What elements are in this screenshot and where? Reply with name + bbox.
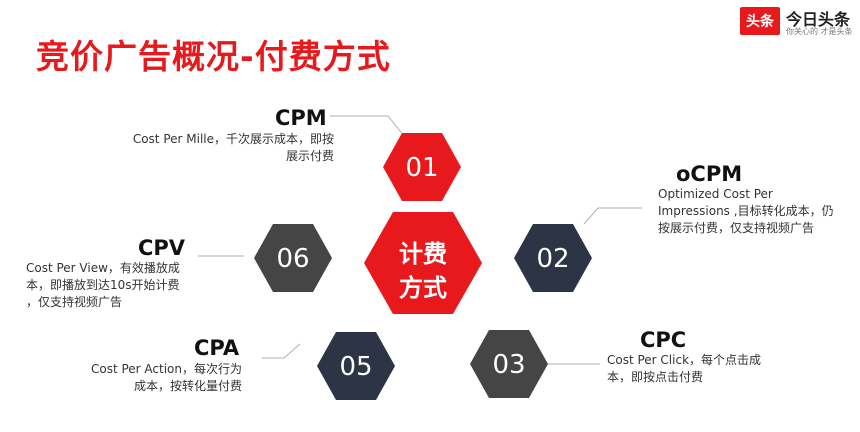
hexagon-center [364,212,482,314]
cpa-title: CPA [194,336,240,360]
hexagon-03 [470,330,548,398]
cpc-description: Cost Per Click，每个点击成本，即按点击付费 [607,353,762,384]
cpv-title: CPV [138,236,186,260]
page-title: 竞价广告概况-付费方式 [36,37,391,76]
ocpm-description: Optimized Cost Per Impressions ,目标转化成本，仍… [658,187,834,235]
center-label-line1: 计费 [399,240,447,268]
connector-cpa [262,343,301,359]
hexagon-05-number: 05 [339,352,372,382]
hexagon-01 [383,133,461,201]
hexagon-06-number: 06 [276,244,309,274]
cpv-description: Cost Per View，有效播放成本，即播放到达10s开始计费 ，仅支持视频… [26,261,180,309]
hexagon-02 [514,224,592,292]
cpa-description: Cost Per Action，每次行为成本，按转化量付费 [90,362,242,393]
hexagon-06 [254,224,332,292]
ocpm-title: oCPM [676,162,743,186]
connector-cpm [330,115,405,137]
connector-ocpm [583,207,642,225]
hexagon-02-number: 02 [536,244,569,274]
logo-name: 今日头条 [786,10,851,29]
hexagon-03-number: 03 [492,350,525,380]
cpc-title: CPC [640,328,687,352]
hexagon-05 [317,332,395,400]
logo-slogan: 你关心的 才是头条 [786,27,853,36]
cpm-title: CPM [275,106,327,130]
cpm-description: Cost Per Mille，千次展示成本，即按展示付费 [132,132,334,163]
logo-badge: 头条 [740,7,780,35]
center-label-line2: 方式 [399,274,447,302]
hexagon-01-number: 01 [405,153,438,183]
toutiao-logo: 头条 今日头条 你关心的 才是头条 [740,4,858,40]
